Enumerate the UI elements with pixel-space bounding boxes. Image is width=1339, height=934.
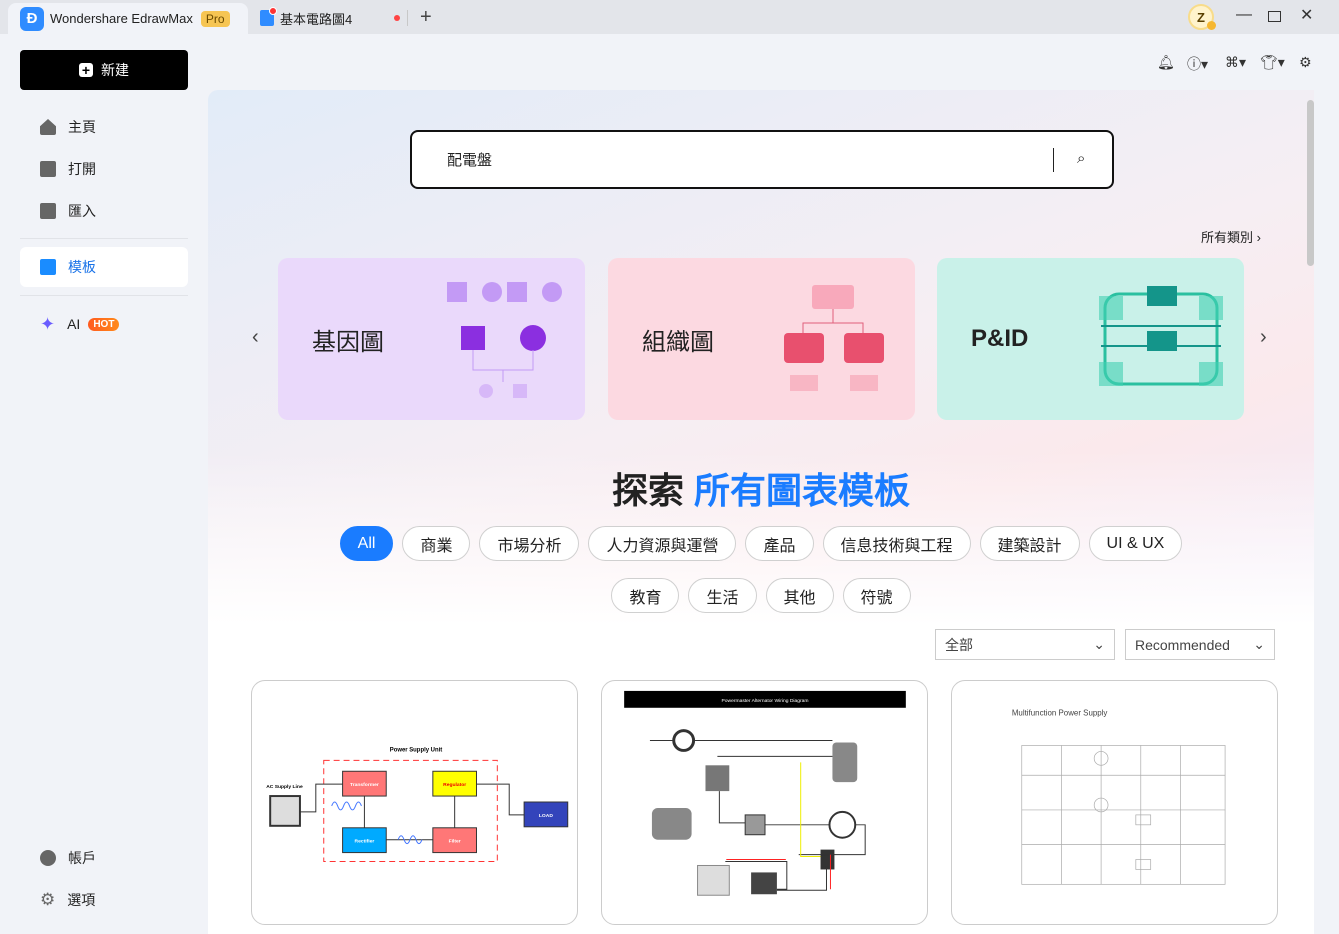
- sidebar-item-label: 選項: [67, 892, 96, 908]
- new-button[interactable]: + 新建: [20, 50, 188, 90]
- unsaved-dot-icon[interactable]: [394, 15, 400, 21]
- card-label: 組織圖: [642, 328, 714, 356]
- category-chips-row2: 教育生活其他符號: [208, 578, 1314, 613]
- sidebar-item-label: 帳戶: [68, 850, 96, 866]
- category-chip[interactable]: 市場分析: [479, 526, 580, 561]
- apps-icon[interactable]: ⌘▾: [1225, 54, 1247, 70]
- bell-icon[interactable]: 🔔︎: [1157, 54, 1175, 70]
- power-supply-thumbnail: Power Supply Unit AC Supply Line Transfo…: [266, 747, 569, 863]
- sidebar-item-label: 匯入: [68, 203, 96, 219]
- card-label: P&ID: [971, 325, 1029, 352]
- sidebar-item-label: 打開: [68, 161, 96, 177]
- account-icon: [40, 850, 56, 866]
- category-chip[interactable]: 產品: [745, 526, 814, 561]
- plus-icon: +: [79, 63, 93, 77]
- org-chart-illustration: [784, 285, 884, 391]
- minimize-button[interactable]: —: [1236, 6, 1252, 23]
- category-chip[interactable]: 建築設計: [979, 526, 1080, 561]
- sidebar-item-import[interactable]: 匯入: [20, 191, 188, 231]
- svg-text:Rectifier: Rectifier: [355, 839, 375, 845]
- sidebar-item-home[interactable]: 主頁: [20, 107, 188, 147]
- pro-badge: Pro: [200, 10, 230, 27]
- explore-heading: 探索 所有圖表模板: [611, 470, 911, 511]
- search-icon[interactable]: ⌕: [1077, 150, 1086, 167]
- category-chip[interactable]: 信息技術與工程: [822, 526, 971, 561]
- carousel-next-button[interactable]: ›: [1260, 326, 1267, 348]
- sidebar-item-options[interactable]: ⚙ 選項: [20, 880, 188, 920]
- gear-icon: ⚙: [40, 890, 56, 909]
- svg-text:AC Supply Line: AC Supply Line: [266, 784, 303, 790]
- document-icon: [260, 7, 277, 26]
- svg-text:LOAD: LOAD: [539, 813, 553, 819]
- file-icon: [40, 161, 56, 177]
- import-icon: [40, 203, 56, 219]
- template-card[interactable]: Power Supply Unit AC Supply Line Transfo…: [251, 680, 578, 925]
- avatar[interactable]: Z: [1188, 4, 1216, 30]
- tab-home[interactable]: Ð Wondershare EdrawMax Pro: [8, 3, 248, 34]
- sidebar-item-label: 模板: [68, 259, 96, 275]
- category-chip[interactable]: 生活: [688, 578, 757, 613]
- search-input[interactable]: 配電盤 ⌕: [410, 130, 1114, 189]
- category-chip[interactable]: 教育: [611, 578, 680, 613]
- new-label: 新建: [101, 62, 129, 78]
- svg-text:Transformer: Transformer: [350, 782, 379, 788]
- category-card-genogram[interactable]: 基因圖: [278, 258, 585, 420]
- pid-illustration: [1099, 286, 1223, 386]
- alternator-wiring-thumbnail: Powermaster Alternator Wiring Diagram: [624, 690, 906, 896]
- carousel-prev-button[interactable]: ‹: [252, 326, 259, 348]
- category-chip[interactable]: 符號: [842, 578, 911, 613]
- divider: [407, 10, 408, 26]
- sort-dropdown[interactable]: Recommended⌄: [1125, 629, 1275, 660]
- svg-text:Regulator: Regulator: [443, 782, 466, 788]
- text-cursor: [1053, 148, 1054, 172]
- divider: [20, 238, 188, 239]
- category-chip[interactable]: UI & UX: [1088, 526, 1183, 561]
- sidebar-item-label: AI: [67, 316, 81, 332]
- template-card[interactable]: Powermaster Alternator Wiring Diagram: [601, 680, 928, 925]
- genogram-illustration: [447, 282, 562, 398]
- doc-tab-title: 基本電路圖4: [280, 11, 353, 27]
- type-filter-dropdown[interactable]: 全部⌄: [935, 629, 1115, 660]
- category-chip[interactable]: 其他: [765, 578, 834, 613]
- title-bar: Ð Wondershare EdrawMax Pro 基本電路圖4 + Z — …: [0, 0, 1339, 34]
- svg-text:Powermaster Alternator Wiring: Powermaster Alternator Wiring Diagram: [722, 698, 809, 704]
- multifunction-power-supply-thumbnail: Multifunction Power Supply: [1012, 709, 1226, 885]
- svg-text:Power Supply Unit: Power Supply Unit: [390, 747, 442, 753]
- hot-badge: HOT: [88, 317, 120, 331]
- svg-text:Multifunction Power Supply: Multifunction Power Supply: [1012, 709, 1108, 718]
- close-button[interactable]: ✕: [1300, 7, 1314, 24]
- chevron-down-icon: ⌄: [1093, 636, 1105, 652]
- divider: [20, 295, 188, 296]
- template-panel: 配電盤 ⌕ 所有類別 › ‹ 基因圖 組織圖 P&ID › 探索 所有圖表模板 …: [208, 90, 1314, 934]
- edrawmax-logo-icon: Ð: [20, 6, 44, 31]
- theme-shirt-icon[interactable]: 👕︎▾: [1260, 54, 1285, 70]
- settings-icon[interactable]: ⚙: [1299, 54, 1312, 70]
- all-categories-link[interactable]: 所有類別 ›: [1201, 230, 1261, 245]
- svg-text:Filter: Filter: [449, 839, 461, 845]
- app-name: Wondershare EdrawMax: [50, 11, 193, 26]
- new-tab-button[interactable]: +: [420, 6, 432, 28]
- category-card-pid[interactable]: P&ID: [937, 258, 1244, 420]
- chevron-down-icon: ⌄: [1253, 636, 1265, 652]
- scrollbar[interactable]: [1307, 100, 1314, 266]
- category-chip[interactable]: 人力資源與運營: [588, 526, 737, 561]
- template-icon: [40, 259, 56, 275]
- card-label: 基因圖: [312, 328, 384, 356]
- tab-document[interactable]: 基本電路圖4: [260, 7, 410, 28]
- sidebar-item-open[interactable]: 打開: [20, 149, 188, 189]
- sidebar-item-ai[interactable]: ✦ AI HOT: [20, 304, 188, 344]
- home-icon: [40, 119, 56, 135]
- search-value: 配電盤: [447, 152, 493, 169]
- category-chip[interactable]: 商業: [402, 526, 471, 561]
- category-chip[interactable]: All: [339, 526, 394, 561]
- maximize-button[interactable]: [1268, 11, 1281, 22]
- sidebar-item-templates[interactable]: 模板: [20, 247, 188, 287]
- help-icon[interactable]: ⓘ▾: [1187, 56, 1209, 72]
- sidebar-item-label: 主頁: [68, 119, 96, 135]
- category-card-org-chart[interactable]: 組織圖: [608, 258, 915, 420]
- sparkle-icon: ✦: [40, 313, 56, 334]
- template-card[interactable]: Multifunction Power Supply: [951, 680, 1278, 925]
- sidebar-item-account[interactable]: 帳戶: [20, 838, 188, 878]
